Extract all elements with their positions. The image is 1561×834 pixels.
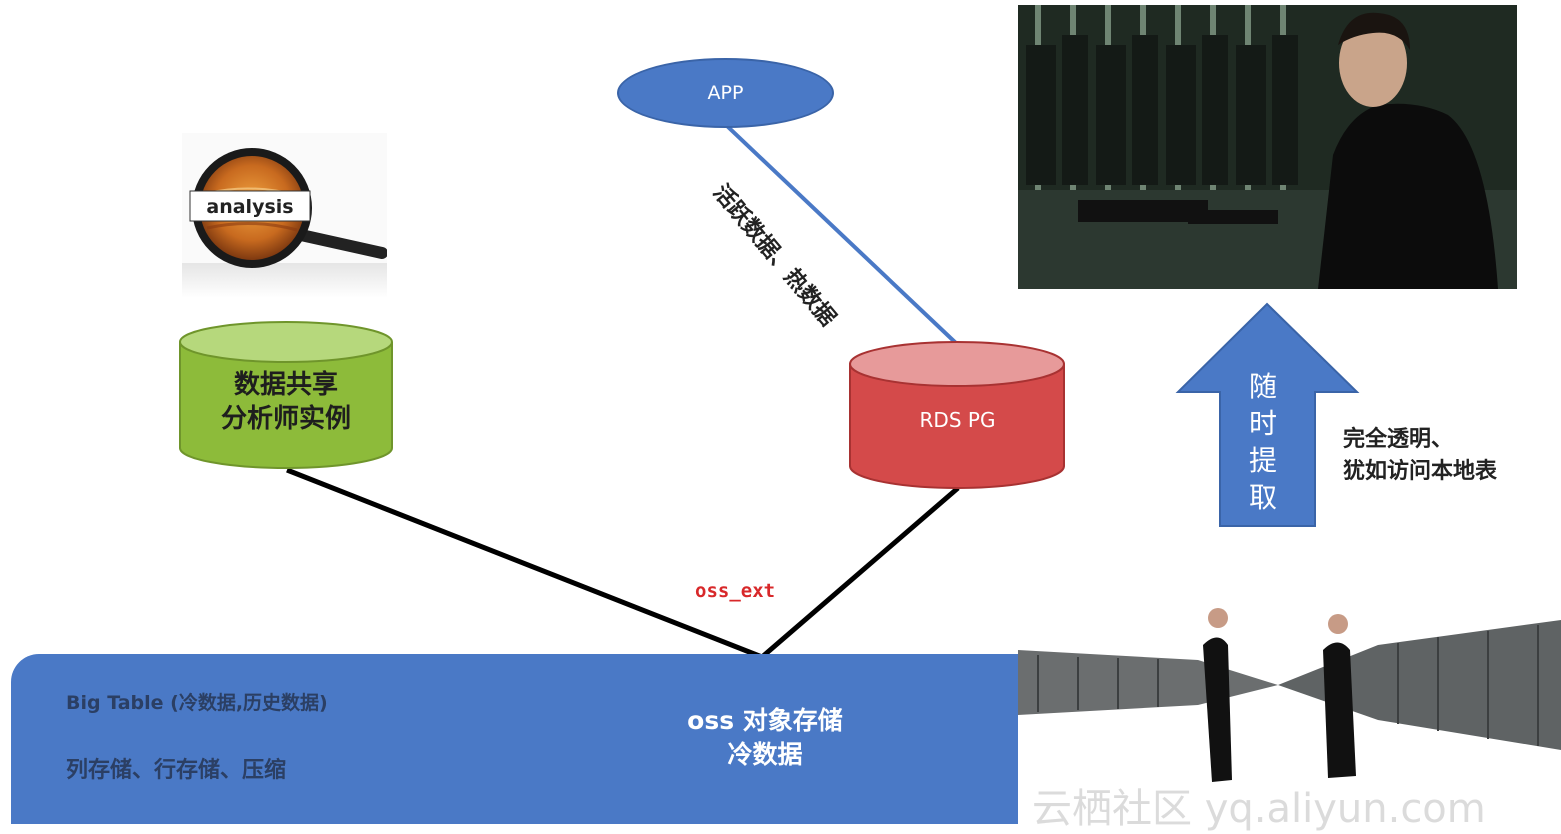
oss-storage-line1: oss 对象存储 [687,706,843,735]
transparency-line1: 完全透明、 [1343,427,1454,452]
analyst-to-oss-line [286,467,763,660]
retrieve-arrow-label: 随 时 提 取 [1243,368,1283,516]
oss-storage-line2: 冷数据 [727,740,803,769]
analyst-instance-db-icon [179,321,393,469]
retrieve-char-1: 随 [1248,370,1277,403]
transparency-note: 完全透明、 犹如访问本地表 [1343,424,1497,488]
oss-storage-label: oss 对象存储 冷数据 [640,704,890,772]
analysis-caption: analysis [206,196,293,218]
magnifier-icon: analysis [182,133,388,298]
analyst-instance-line2: 分析师实例 [220,404,351,434]
analysis-magnifier-image: analysis [182,133,388,298]
weapons-rack-photo [1018,5,1517,289]
mirror-corridor-photo [1018,600,1561,824]
app-node-label: APP [707,82,744,104]
big-table-title: Big Table (冷数据,历史数据) [66,692,328,714]
rds-pg-label: RDS PG [919,408,996,432]
watermark-text: 云栖社区 yq.aliyun.com [1032,786,1486,832]
oss-storage-bar [11,654,1061,824]
retrieve-up-arrow [1175,302,1360,527]
analyst-instance-label: 数据共享 分析师实例 [180,368,392,436]
rds-pg-db-icon [849,341,1065,489]
analyst-instance-line1: 数据共享 [233,370,338,400]
retrieve-char-2: 时 [1248,407,1277,440]
oss-ext-label: oss_ext [695,580,776,602]
rds-to-oss-line [760,486,960,659]
big-table-features: 列存储、行存储、压缩 [66,758,287,783]
app-node: APP [617,58,834,128]
transparency-line2: 犹如访问本地表 [1343,459,1498,484]
retrieve-char-3: 提 [1248,444,1277,477]
app-to-rds-line [724,123,960,347]
retrieve-char-4: 取 [1248,481,1277,514]
